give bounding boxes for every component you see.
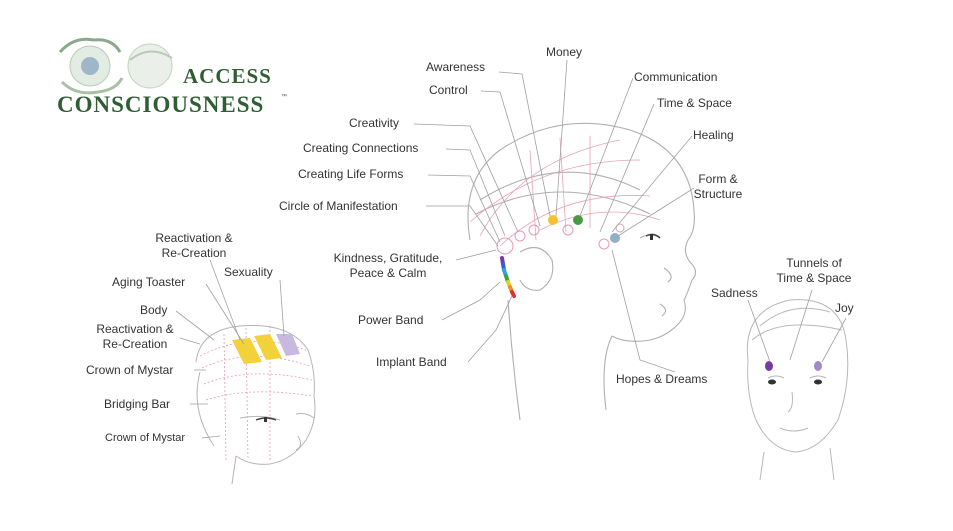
main-head-circles bbox=[496, 223, 625, 255]
label-tunnels-line1: Tunnels of bbox=[786, 256, 842, 270]
label-body: Body bbox=[140, 303, 168, 317]
label-control: Control bbox=[429, 83, 468, 97]
label-creating-connections: Creating Connections bbox=[303, 141, 419, 155]
main-head-points bbox=[548, 215, 620, 243]
label-tunnels: Tunnels of Time & Space bbox=[766, 256, 862, 286]
left-head-bands bbox=[232, 334, 300, 364]
label-sadness: Sadness bbox=[711, 286, 758, 300]
label-kindness-line2: Peace & Calm bbox=[349, 266, 427, 280]
label-kindness: Kindness, Gratitude, Peace & Calm bbox=[318, 251, 458, 281]
label-aging-toaster: Aging Toaster bbox=[112, 275, 186, 289]
tunnels-points bbox=[765, 361, 822, 371]
label-reactivation-mid-line1: Reactivation & bbox=[96, 322, 174, 336]
label-reactivation-mid-line2: Re-Creation bbox=[102, 337, 168, 351]
label-hopes-dreams: Hopes & Dreams bbox=[616, 372, 708, 386]
logo-emblem bbox=[58, 37, 173, 95]
label-healing: Healing bbox=[693, 128, 734, 142]
label-time-space: Time & Space bbox=[657, 96, 732, 110]
label-creating-life-forms: Creating Life Forms bbox=[298, 167, 404, 181]
label-joy: Joy bbox=[835, 301, 854, 315]
label-communication: Communication bbox=[634, 70, 718, 84]
label-awareness: Awareness bbox=[426, 60, 486, 74]
label-form-structure: Form & Structure bbox=[690, 172, 746, 202]
label-sexuality: Sexuality bbox=[224, 265, 273, 279]
main-head-leader-lines bbox=[413, 59, 695, 373]
label-circle-of-manifestation: Circle of Manifestation bbox=[279, 199, 398, 213]
label-tunnels-line2: Time & Space bbox=[776, 271, 852, 285]
label-crown-of-mystar-2: Crown of Mystar bbox=[105, 432, 186, 444]
label-implant-band: Implant Band bbox=[376, 355, 447, 369]
logo-line2: CONSCIOUSNESS bbox=[57, 92, 265, 117]
power-band-rainbow bbox=[500, 256, 516, 298]
label-reactivation-top: Reactivation & Re-Creation bbox=[142, 231, 246, 261]
right-face-leader-lines bbox=[747, 289, 847, 363]
left-head-leader-lines bbox=[175, 259, 285, 439]
label-power-band: Power Band bbox=[358, 313, 424, 327]
main-head-pink-lines bbox=[469, 136, 661, 247]
logo-trademark: ™ bbox=[281, 94, 287, 100]
left-head-eye bbox=[255, 417, 277, 422]
label-kindness-line1: Kindness, Gratitude, bbox=[333, 251, 443, 265]
left-head-sketch bbox=[195, 325, 316, 485]
label-money: Money bbox=[546, 45, 583, 59]
label-reactivation-top-line2: Re-Creation bbox=[161, 246, 227, 260]
label-creativity: Creativity bbox=[349, 116, 400, 130]
label-reactivation-top-line1: Reactivation & bbox=[155, 231, 233, 245]
logo-line1: ACCESS bbox=[183, 64, 272, 88]
main-head-eye bbox=[645, 233, 661, 240]
right-face-eyes bbox=[768, 379, 822, 385]
label-crown-of-mystar-1: Crown of Mystar bbox=[86, 363, 174, 377]
label-reactivation-mid: Reactivation & Re-Creation bbox=[83, 322, 187, 352]
right-face-sketch bbox=[746, 299, 849, 481]
label-form-structure-line2: Structure bbox=[693, 187, 743, 201]
label-bridging-bar: Bridging Bar bbox=[104, 397, 171, 411]
label-form-structure-line1: Form & bbox=[698, 172, 738, 186]
